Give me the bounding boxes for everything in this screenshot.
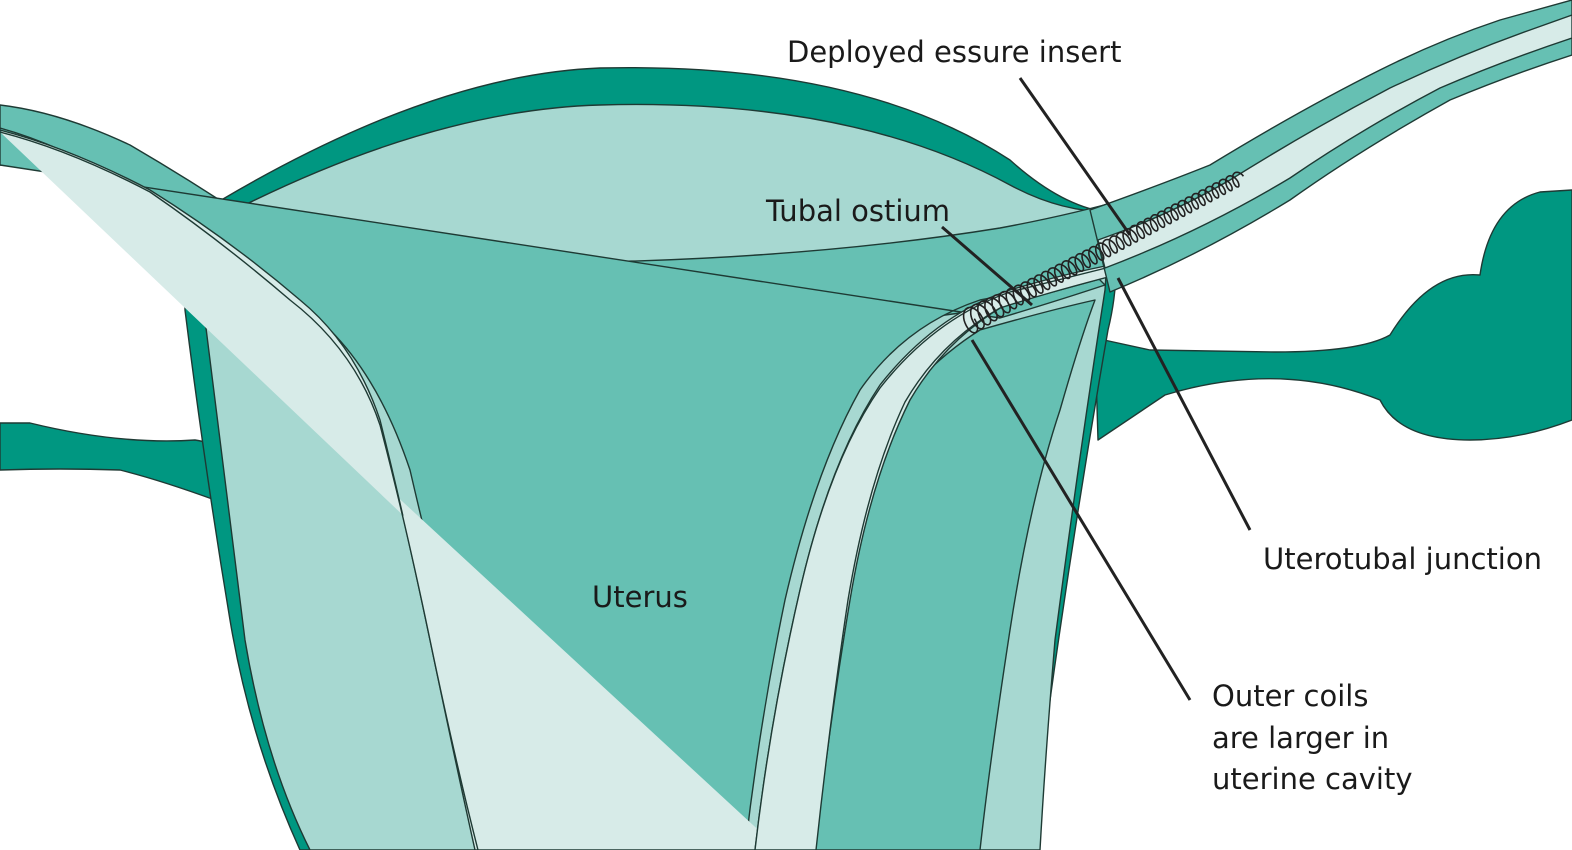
essure-coil-insert [962,171,1245,334]
left-ovarian-ligament [0,422,221,501]
leader-deployed-insert [1018,77,1132,236]
coil-helix [962,171,1245,334]
label-uterotubal-junction: Uterotubal junction [1263,542,1542,576]
leader-uterotubal-junction [1116,277,1252,531]
label-outer-coils-line3: uterine cavity [1212,762,1412,796]
label-deployed-insert: Deployed essure insert [787,35,1121,69]
label-outer-coils-line2: are larger in [1212,721,1389,755]
label-uterus: Uterus [592,580,688,614]
right-tube-lumen [1097,14,1572,269]
uterine-cavity-fill [0,131,1113,850]
label-outer-coils-line1: Outer coils [1212,679,1368,713]
leader-outer-coils [970,339,1192,701]
leader-tubal-ostium [941,225,1033,307]
label-tubal-ostium: Tubal ostium [765,194,950,228]
